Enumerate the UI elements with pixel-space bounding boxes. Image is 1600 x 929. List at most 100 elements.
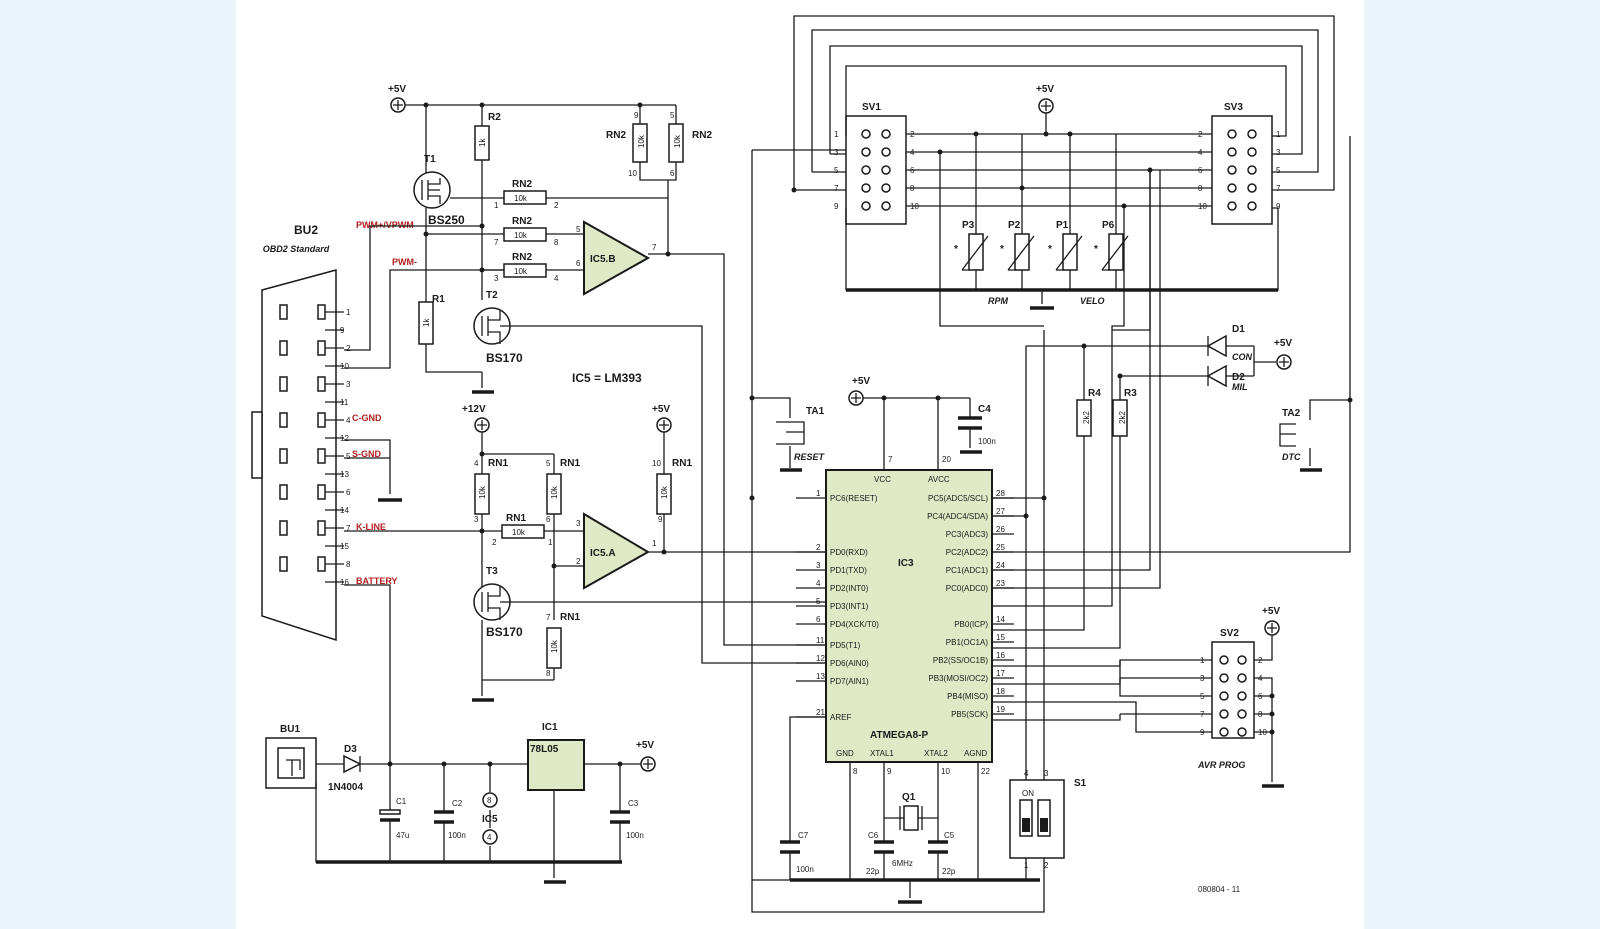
svg-text:8: 8 <box>554 238 559 247</box>
bu2-desc: OBD2 Standard <box>263 244 330 254</box>
ic3-pin-number: 25 <box>996 543 1005 552</box>
pot-star: * <box>954 244 958 255</box>
header-pin <box>1247 201 1257 211</box>
svg-text:RN1: RN1 <box>560 612 580 623</box>
svg-text:VELO: VELO <box>1080 296 1105 306</box>
svg-text:R3: R3 <box>1124 388 1137 399</box>
net-pwm-plus: PWM+/VPWM <box>356 220 414 230</box>
supply-12v: +12V <box>462 404 486 415</box>
svg-text:RN1: RN1 <box>506 513 526 524</box>
svg-text:C7: C7 <box>798 831 809 840</box>
ic3-pin-number: 16 <box>996 651 1005 660</box>
svg-text:10k: 10k <box>550 639 559 653</box>
svg-text:RN1: RN1 <box>672 458 692 469</box>
svg-text:MIL: MIL <box>1232 382 1248 392</box>
svg-text:RPM: RPM <box>988 296 1009 306</box>
ic3-pin-number: 15 <box>996 633 1005 642</box>
obd-pin <box>279 412 288 428</box>
svg-text:4: 4 <box>474 459 479 468</box>
svg-text:4: 4 <box>554 274 559 283</box>
obd-pin-number: 13 <box>340 470 349 479</box>
obd-pin <box>279 376 288 392</box>
svg-text:10k: 10k <box>550 485 559 499</box>
ic3-pin-name: XTAL2 <box>924 749 948 758</box>
pot-ref: P6 <box>1102 220 1115 231</box>
ic3-pin-number: 13 <box>816 672 825 681</box>
svg-text:6: 6 <box>576 259 581 268</box>
obd-pin <box>317 484 326 500</box>
svg-text:10k: 10k <box>514 194 528 203</box>
svg-text:5: 5 <box>1276 166 1281 175</box>
header-pin <box>861 165 871 175</box>
svg-text:IC5.A: IC5.A <box>590 548 616 559</box>
ic3-pin-name: PC0(ADC0) <box>946 584 989 593</box>
svg-text:Q1: Q1 <box>902 792 916 803</box>
header-pin <box>1237 673 1247 683</box>
ic3-pin-name: AGND <box>964 749 987 758</box>
svg-text:TA2: TA2 <box>1282 408 1301 419</box>
ic3-pin-number: 20 <box>942 455 951 464</box>
obd-pin-number: 16 <box>340 578 349 587</box>
svg-text:10k: 10k <box>673 134 682 148</box>
svg-text:2: 2 <box>554 201 559 210</box>
obd-pin <box>317 520 326 536</box>
svg-text:2k2: 2k2 <box>1082 411 1091 424</box>
svg-text:10k: 10k <box>514 267 528 276</box>
bu1-ref: BU1 <box>280 724 300 735</box>
header-pin <box>1247 129 1257 139</box>
bu1-jack <box>265 737 317 789</box>
ic3-microcontroller <box>825 469 993 763</box>
obd-pin-number: 4 <box>346 416 351 425</box>
ic5-note: IC5 = LM393 <box>572 371 642 385</box>
svg-text:10k: 10k <box>478 485 487 499</box>
supply-5v-c: +5V <box>636 740 654 751</box>
header-pin <box>1237 691 1247 701</box>
ic3-pin-number: 8 <box>853 767 858 776</box>
ic1-ref: IC1 <box>542 722 558 733</box>
svg-text:8: 8 <box>546 669 551 678</box>
svg-text:1: 1 <box>652 539 657 548</box>
svg-text:C6: C6 <box>868 831 879 840</box>
svg-text:10k: 10k <box>514 231 528 240</box>
ic3-pin-name: PD5(T1) <box>830 641 861 650</box>
obd-pin <box>317 376 326 392</box>
ic3-pin-name: PD6(AIN0) <box>830 659 869 668</box>
ic3-pin-number: 3 <box>816 561 821 570</box>
d3-ref: D3 <box>344 744 357 755</box>
svg-text:3: 3 <box>1276 148 1281 157</box>
svg-text:22p: 22p <box>942 867 956 876</box>
ic3-pin-number: 18 <box>996 687 1005 696</box>
t3-ref: T3 <box>486 566 498 577</box>
ic3-pin-name: PD4(XCK/T0) <box>830 620 879 629</box>
svg-text:9: 9 <box>634 111 639 120</box>
obd-pin <box>279 556 288 572</box>
obd-pin <box>279 520 288 536</box>
ic3-pin-number: 1 <box>816 489 821 498</box>
ic3-pin-name: PB5(SCK) <box>951 710 988 719</box>
svg-text:3: 3 <box>834 148 839 157</box>
ic5a-comparator <box>583 512 650 590</box>
svg-text:7: 7 <box>834 184 839 193</box>
svg-text:3: 3 <box>576 519 581 528</box>
ic3-pin-name: PC4(ADC4/SDA) <box>927 512 988 521</box>
r2-ref: R2 <box>488 112 501 123</box>
svg-text:C5: C5 <box>944 831 955 840</box>
net-s-gnd: S-GND <box>352 449 382 459</box>
net-pwm-minus: PWM- <box>392 257 417 267</box>
bu2-ref: BU2 <box>294 223 318 237</box>
header-pin <box>1227 183 1237 193</box>
ic3-pin-number: 11 <box>816 636 825 645</box>
header-pin <box>1219 673 1229 683</box>
sv3-header <box>1211 115 1273 225</box>
obd-pin-number: 2 <box>346 344 351 353</box>
svg-text:TA1: TA1 <box>806 406 825 417</box>
ic3-pin-number: 17 <box>996 669 1005 678</box>
svg-text:3: 3 <box>494 274 499 283</box>
ic3-pin-number: 22 <box>981 767 990 776</box>
svg-text:6: 6 <box>670 169 675 178</box>
ic3-pin-name: PC6(RESET) <box>830 494 878 503</box>
drawing-number: 080804 - 11 <box>1198 885 1241 894</box>
pot-star: * <box>1000 244 1004 255</box>
